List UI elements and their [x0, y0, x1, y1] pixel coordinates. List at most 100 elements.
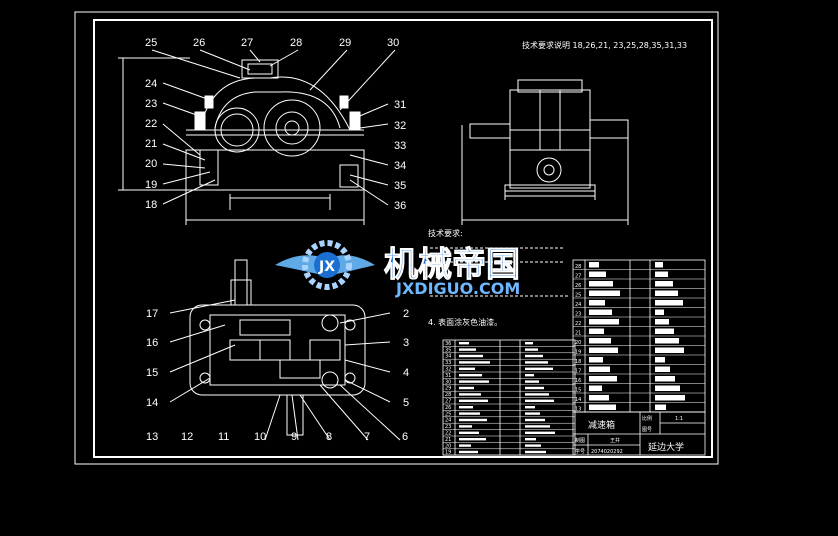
- bom-row-number: 25: [575, 293, 581, 299]
- bom-row-text-block: [655, 338, 679, 344]
- bom-row-number: 24: [445, 418, 451, 424]
- bom-row-text-block: [655, 290, 678, 296]
- bom-row-number: 32: [445, 367, 451, 373]
- bom-row-text-block: [459, 354, 483, 358]
- bom-row-text-block: [589, 376, 617, 382]
- bom-row-text-block: [655, 319, 669, 325]
- callout-14: 14: [146, 397, 158, 409]
- bom-row-number: 36: [445, 341, 451, 347]
- bom-row-text-block: [589, 300, 605, 306]
- drawing-outer-frame: [74, 11, 719, 465]
- side-view-note: 技术要求说明 18,26,21, 23,25,28,35,31,33: [522, 40, 687, 50]
- callout-16: 16: [146, 337, 158, 349]
- bom-row-number: 33: [445, 360, 451, 366]
- bom-row-text-block: [589, 290, 620, 296]
- bom-row-text-block: [459, 418, 487, 422]
- bom-row-text-block: [525, 431, 555, 434]
- bom-row-text-block: [459, 444, 471, 447]
- bom-row-text-block: [589, 404, 616, 410]
- bom-row-number: 26: [575, 283, 581, 289]
- bom-row-text-block: [589, 319, 619, 325]
- callout-19: 19: [145, 179, 157, 191]
- bom-row-text-block: [655, 366, 670, 372]
- callout-26: 26: [193, 37, 205, 49]
- bom-row-text-block: [655, 271, 668, 277]
- bom-row-number: 13: [575, 407, 581, 413]
- bom-row-text-block: [525, 348, 538, 351]
- scale-value: 1:1: [675, 416, 683, 422]
- bom-row-number: 17: [575, 369, 581, 375]
- bom-row-text-block: [459, 367, 475, 370]
- callout-9: 9: [291, 431, 297, 443]
- bom-row-text-block: [459, 361, 490, 364]
- bom-row-text-block: [459, 438, 486, 441]
- front-view: [118, 49, 396, 225]
- bom-row-text-block: [459, 348, 476, 351]
- bom-row-text-block: [459, 374, 482, 377]
- bom-row-text-block: [459, 393, 481, 396]
- callout-34: 34: [394, 160, 406, 172]
- bom-row-text-block: [589, 338, 611, 344]
- callout-28: 28: [290, 37, 302, 49]
- callout-32: 32: [394, 120, 406, 132]
- drawing-inner-frame: [93, 19, 713, 458]
- side-view: [461, 79, 629, 225]
- bom-row-number: 29: [445, 386, 451, 392]
- bom-row-text-block: [525, 374, 534, 377]
- callout-17: 17: [146, 308, 158, 320]
- bom-row-text-block: [525, 354, 543, 358]
- bom-row-number: 23: [575, 312, 581, 318]
- callout-7: 7: [364, 431, 370, 443]
- callout-36: 36: [394, 200, 406, 212]
- bom-row-text-block: [525, 425, 550, 428]
- wing-left-icon: [275, 255, 325, 275]
- bom-row-text-block: [589, 281, 613, 287]
- bom-row-text-block: [525, 450, 546, 454]
- drawing-title: 减速箱: [588, 419, 615, 431]
- bom-row-text-block: [525, 367, 553, 370]
- school-name: 延边大学: [648, 441, 684, 453]
- bom-row-text-block: [589, 395, 609, 401]
- callout-8: 8: [326, 431, 332, 443]
- gear-icon: [302, 240, 352, 290]
- bom-row-number: 27: [575, 274, 581, 280]
- bom-row-text-block: [589, 385, 602, 391]
- bom-row-number: 16: [575, 378, 581, 384]
- bom-row-number: 20: [445, 443, 451, 449]
- bom-row-text-block: [525, 380, 539, 383]
- bom-row-number: 28: [445, 392, 451, 398]
- callout-13: 13: [146, 431, 158, 443]
- callout-21: 21: [145, 138, 157, 150]
- callout-4: 4: [403, 367, 409, 379]
- bom-row-text-block: [655, 385, 680, 391]
- callout-6: 6: [402, 431, 408, 443]
- bom-row-text-block: [589, 347, 618, 353]
- bom-row-number: 22: [445, 431, 451, 437]
- callout-18: 18: [145, 199, 157, 211]
- bom-row-number: 34: [445, 354, 451, 360]
- bom-row-number: 19: [575, 350, 581, 356]
- bom-row-number: 18: [575, 359, 581, 365]
- callout-15: 15: [146, 367, 158, 379]
- bom-row-number: 31: [445, 373, 451, 379]
- bom-row-text-block: [589, 328, 604, 334]
- bom-row-text-block: [525, 386, 544, 390]
- front-view-labels: 25 26 27 28 29 30 24 23 22 21 20 19 18 3…: [145, 37, 406, 212]
- callout-24: 24: [145, 78, 157, 90]
- bom-row-text-block: [589, 262, 599, 268]
- bom-row-text-block: [459, 450, 478, 454]
- bom-row-text-block: [525, 399, 554, 402]
- bom-row-text-block: [589, 366, 610, 372]
- bom-row-text-block: [459, 406, 473, 409]
- bom-row-number: 21: [575, 331, 581, 337]
- bom-row-text-block: [589, 357, 603, 363]
- bom-row-text-block: [459, 399, 488, 402]
- bom-row-text-block: [655, 281, 673, 287]
- callout-35: 35: [394, 180, 406, 192]
- top-view-labels: 17 16 15 14 2 3 4 5 13 12 11 10 9 8 7 6: [146, 308, 409, 443]
- bom-row-text-block: [655, 262, 663, 268]
- bom-row-text-block: [525, 361, 548, 364]
- callout-22: 22: [145, 118, 157, 130]
